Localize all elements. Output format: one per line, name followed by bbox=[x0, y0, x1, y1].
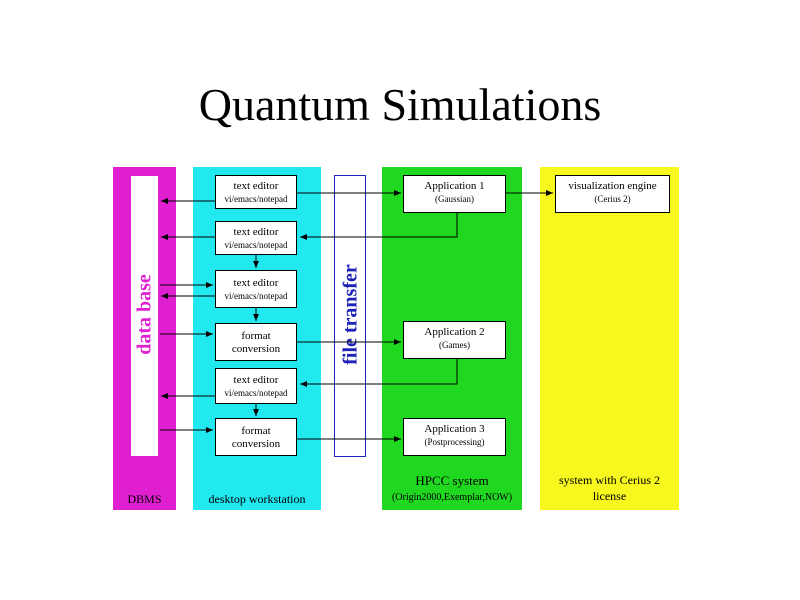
dbms-footer: DBMS bbox=[127, 492, 162, 506]
desktop-box-6[interactable]: format conversion bbox=[215, 418, 297, 456]
box-subtitle: conversion bbox=[231, 438, 281, 450]
box-title: text editor bbox=[233, 277, 279, 289]
desktop-box-4[interactable]: format conversion bbox=[215, 323, 297, 361]
desktop-box-5[interactable]: text editor vi/emacs/notepad bbox=[215, 368, 297, 404]
arrow-app1-to-box2 bbox=[300, 213, 458, 240]
box-subtitle: vi/emacs/notepad bbox=[224, 240, 288, 250]
arrow-app2-to-box5 bbox=[300, 359, 458, 387]
box-subtitle: (Cerius 2) bbox=[594, 194, 631, 204]
box-title: format bbox=[241, 330, 271, 342]
box-title: Application 2 bbox=[424, 326, 485, 338]
application-1-box[interactable]: Application 1 (Gaussian) bbox=[403, 175, 506, 213]
box-subtitle: (Games) bbox=[439, 340, 470, 350]
desktop-footer: desktop workstation bbox=[208, 492, 306, 506]
file-transfer-bar bbox=[334, 175, 366, 457]
box-title: text editor bbox=[233, 374, 279, 386]
box-subtitle: (Postprocessing) bbox=[424, 437, 485, 447]
cerius-panel bbox=[540, 167, 679, 510]
box-title: text editor bbox=[233, 226, 279, 238]
application-2-box[interactable]: Application 2 (Games) bbox=[403, 321, 506, 359]
cerius-footer-title: system with Cerius 2 bbox=[559, 473, 660, 487]
desktop-box-1[interactable]: text editor vi/emacs/notepad bbox=[215, 175, 297, 209]
hpcc-footer-subtitle: (Origin2000,Exemplar,NOW) bbox=[391, 492, 513, 503]
box-subtitle: vi/emacs/notepad bbox=[224, 291, 288, 301]
visualization-engine-box[interactable]: visualization engine (Cerius 2) bbox=[555, 175, 670, 213]
box-subtitle: conversion bbox=[231, 343, 281, 355]
box-subtitle: vi/emacs/notepad bbox=[224, 194, 288, 204]
box-title: Application 3 bbox=[424, 423, 485, 435]
box-title: text editor bbox=[233, 180, 279, 192]
box-subtitle: vi/emacs/notepad bbox=[224, 388, 288, 398]
database-bar bbox=[131, 176, 158, 456]
hpcc-footer-title: HPCC system bbox=[415, 473, 489, 488]
cerius-footer-subtitle: license bbox=[592, 489, 627, 503]
desktop-box-3[interactable]: text editor vi/emacs/notepad bbox=[215, 270, 297, 308]
desktop-box-2[interactable]: text editor vi/emacs/notepad bbox=[215, 221, 297, 255]
box-title: visualization engine bbox=[568, 180, 657, 192]
box-title: Application 1 bbox=[424, 180, 485, 192]
box-subtitle: (Gaussian) bbox=[435, 194, 474, 204]
box-title: format bbox=[241, 425, 271, 437]
application-3-box[interactable]: Application 3 (Postprocessing) bbox=[403, 418, 506, 456]
page-title: Quantum Simulations bbox=[198, 79, 602, 130]
